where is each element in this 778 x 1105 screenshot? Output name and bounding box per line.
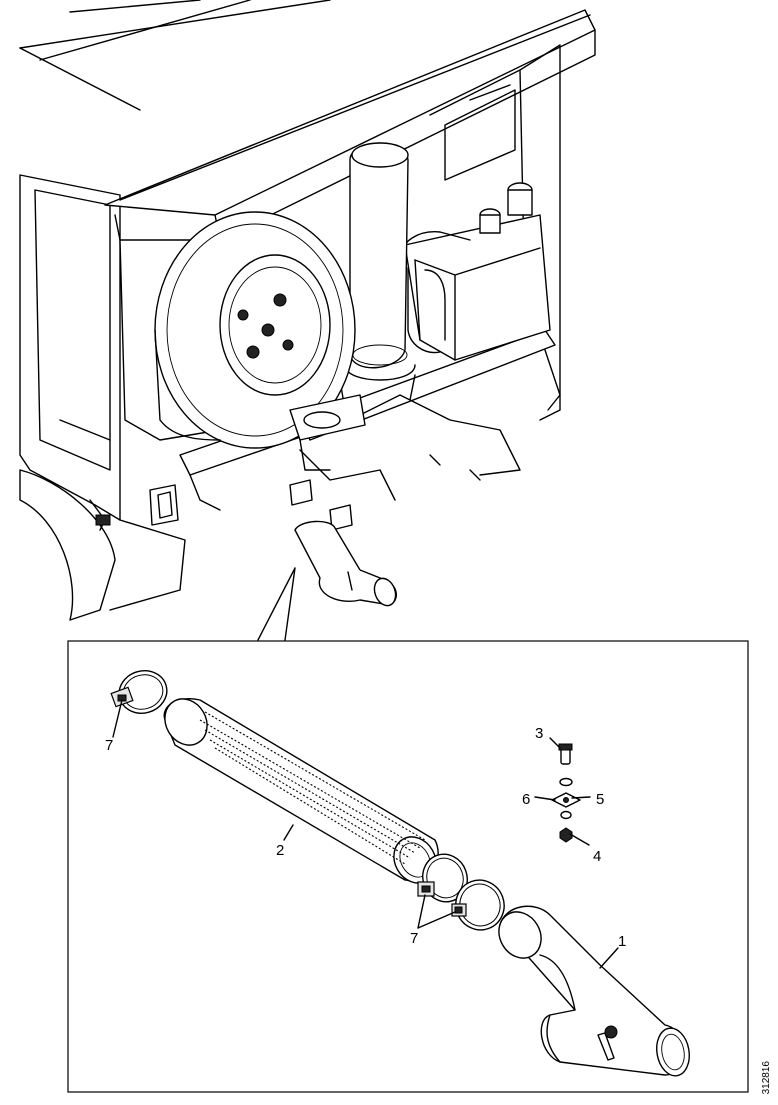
drawing-reference-number: 312816: [761, 1060, 772, 1094]
exhaust-tailpipe: [498, 905, 690, 1077]
callout-4: 4: [593, 848, 601, 865]
callout-2: 2: [276, 842, 284, 859]
fastener-stack: [551, 743, 581, 843]
hose-clamp-lower-pair: [417, 853, 505, 931]
callout-1: 1: [618, 933, 626, 950]
truck-chassis-overview: [19, 0, 596, 621]
callout-leaders: [112, 699, 619, 969]
callout-7-lower: 7: [410, 930, 418, 947]
callout-3: 3: [535, 725, 543, 742]
callout-6: 6: [522, 791, 530, 808]
detail-leader-lines: [257, 567, 296, 641]
callout-5: 5: [596, 791, 604, 808]
flexible-exhaust-hose: [163, 698, 439, 884]
callout-7-upper: 7: [105, 737, 113, 754]
detail-frame: [67, 640, 749, 1093]
hose-clamp-upper: [110, 670, 168, 714]
callout-labels: 1 2 3 4 5 6 7 7: [105, 725, 626, 950]
